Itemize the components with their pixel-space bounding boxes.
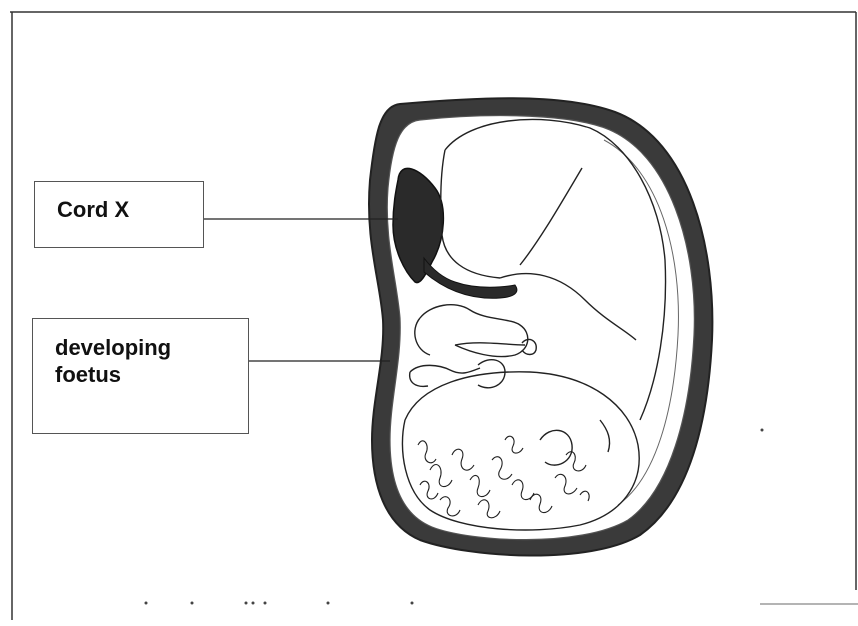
amniotic-cavity	[387, 116, 694, 540]
cord-x-label: Cord X	[57, 197, 129, 222]
cord-x-label-box: Cord X	[34, 181, 204, 248]
developing-foetus-label-box: developing foetus	[32, 318, 249, 434]
foetus-label-line1: developing	[55, 334, 248, 361]
foetus-label-line2: foetus	[55, 361, 248, 388]
